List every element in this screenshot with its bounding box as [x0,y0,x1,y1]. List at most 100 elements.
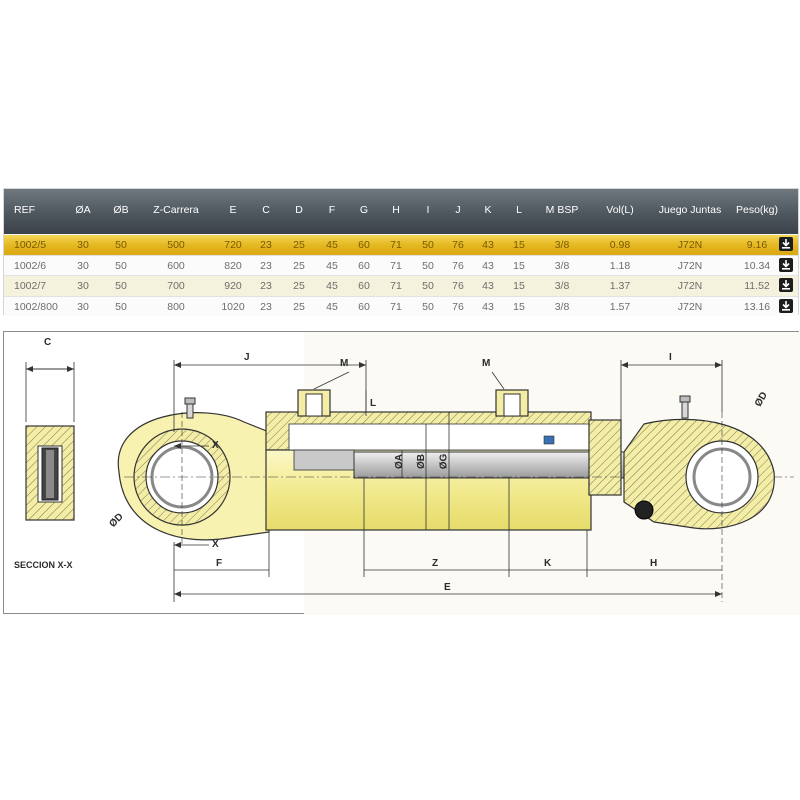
header-peso: Peso(kg) [735,204,779,216]
header-e: E [229,204,237,216]
cell-d: 25 [293,259,305,272]
cell-ob: 50 [115,280,127,292]
cell-ob: 50 [115,259,127,272]
dim-label-m-right: M [482,358,491,369]
header-juego-juntas: Juego Juntas [658,204,722,216]
cell-juego-juntas: J72N [677,300,703,313]
cell-g: 60 [358,280,370,292]
dim-label-j: J [244,352,250,363]
section-label: SECCION X-X [14,560,73,570]
header-ob: ØB [113,204,129,216]
cell-vol: 1.18 [609,259,631,272]
cell-z-carrera: 600 [167,259,185,272]
cell-m-bsp: 3/8 [554,300,570,313]
cell-ref: 1002/6 [14,259,47,272]
cell-oa: 30 [77,259,89,272]
table-header: REF ØA ØB Z-Carrera E C D F G H I J K L … [4,189,798,234]
cell-i: 50 [422,259,434,272]
cell-juego-juntas: J72N [677,259,703,272]
rod-eye-mount [623,395,775,602]
dim-label-oa: ØA [394,454,405,469]
dim-label-og: ØG [438,453,450,470]
dim-label-x-top: X [212,440,219,451]
cell-e: 920 [224,280,242,292]
download-icon[interactable] [779,278,793,292]
cell-g: 60 [358,239,370,251]
cell-f: 45 [326,300,338,313]
header-h: H [392,204,400,216]
header-g: G [359,204,369,216]
cell-ref: 1002/7 [14,280,47,292]
cell-l: 15 [513,280,525,292]
cell-i: 50 [422,239,434,251]
cell-j: 76 [452,259,464,272]
dim-label-h: H [650,558,658,569]
cell-f: 45 [326,259,338,272]
cell-f: 45 [326,239,338,251]
cell-h: 71 [390,280,402,292]
cell-ob: 50 [115,239,127,251]
download-icon[interactable] [779,298,793,313]
header-z-carrera: Z-Carrera [153,204,199,216]
cell-c: 23 [260,280,272,292]
cell-l: 15 [513,259,525,272]
dim-label-f: F [216,558,223,569]
dimension-arrows [26,362,722,597]
cell-j: 76 [452,280,464,292]
cell-m-bsp: 3/8 [554,280,570,292]
dim-label-e: E [444,582,451,593]
cell-f: 45 [326,280,338,292]
cell-k: 43 [482,259,494,272]
cell-z-carrera: 700 [167,280,185,292]
cell-l: 15 [513,239,525,251]
dim-label-c: C [44,337,52,348]
header-f: F [328,204,336,216]
header-l: L [516,204,522,216]
spec-table: REF ØA ØB Z-Carrera E C D F G H I J K L … [3,188,799,316]
cell-ref: 1002/800 [14,300,58,313]
cell-j: 76 [452,239,464,251]
cell-c: 23 [260,300,272,313]
cell-d: 25 [293,239,305,251]
cell-i: 50 [422,280,434,292]
cell-d: 25 [293,300,305,313]
dimension-lines [173,360,723,602]
cell-m-bsp: 3/8 [554,239,570,251]
header-d: D [295,204,303,216]
cell-k: 43 [482,239,494,251]
dim-label-k: K [544,558,552,569]
dim-label-x-bottom: X [212,539,219,550]
cell-g: 60 [358,300,370,313]
header-m-bsp: M BSP [545,204,579,216]
cell-peso: 9.16 [746,239,768,251]
header-j: J [455,204,461,216]
cell-l: 15 [513,300,525,313]
header-k: K [484,204,492,216]
cell-h: 71 [390,300,402,313]
cell-peso: 10.34 [743,259,771,272]
cell-k: 43 [482,300,494,313]
cell-ref: 1002/5 [14,239,47,251]
cell-juego-juntas: J72N [677,280,703,292]
header-i: I [426,204,430,216]
cell-g: 60 [358,259,370,272]
cell-i: 50 [422,300,434,313]
header-vol: Vol(L) [606,204,634,216]
cell-k: 43 [482,280,494,292]
cell-d: 25 [293,280,305,292]
cylinder-drawing-svg [25,332,800,615]
cell-h: 71 [390,259,402,272]
rear-eye-mount [117,397,270,544]
download-icon[interactable] [779,237,793,251]
cell-juego-juntas: J72N [677,239,703,251]
cell-c: 23 [260,259,272,272]
cell-oa: 30 [77,280,89,292]
cell-m-bsp: 3/8 [554,259,570,272]
cell-oa: 30 [77,300,89,313]
download-icon[interactable] [779,257,793,272]
technical-drawing: C J I M M X X L ØD ØD ØA ØB ØG F Z K H E… [3,331,800,615]
